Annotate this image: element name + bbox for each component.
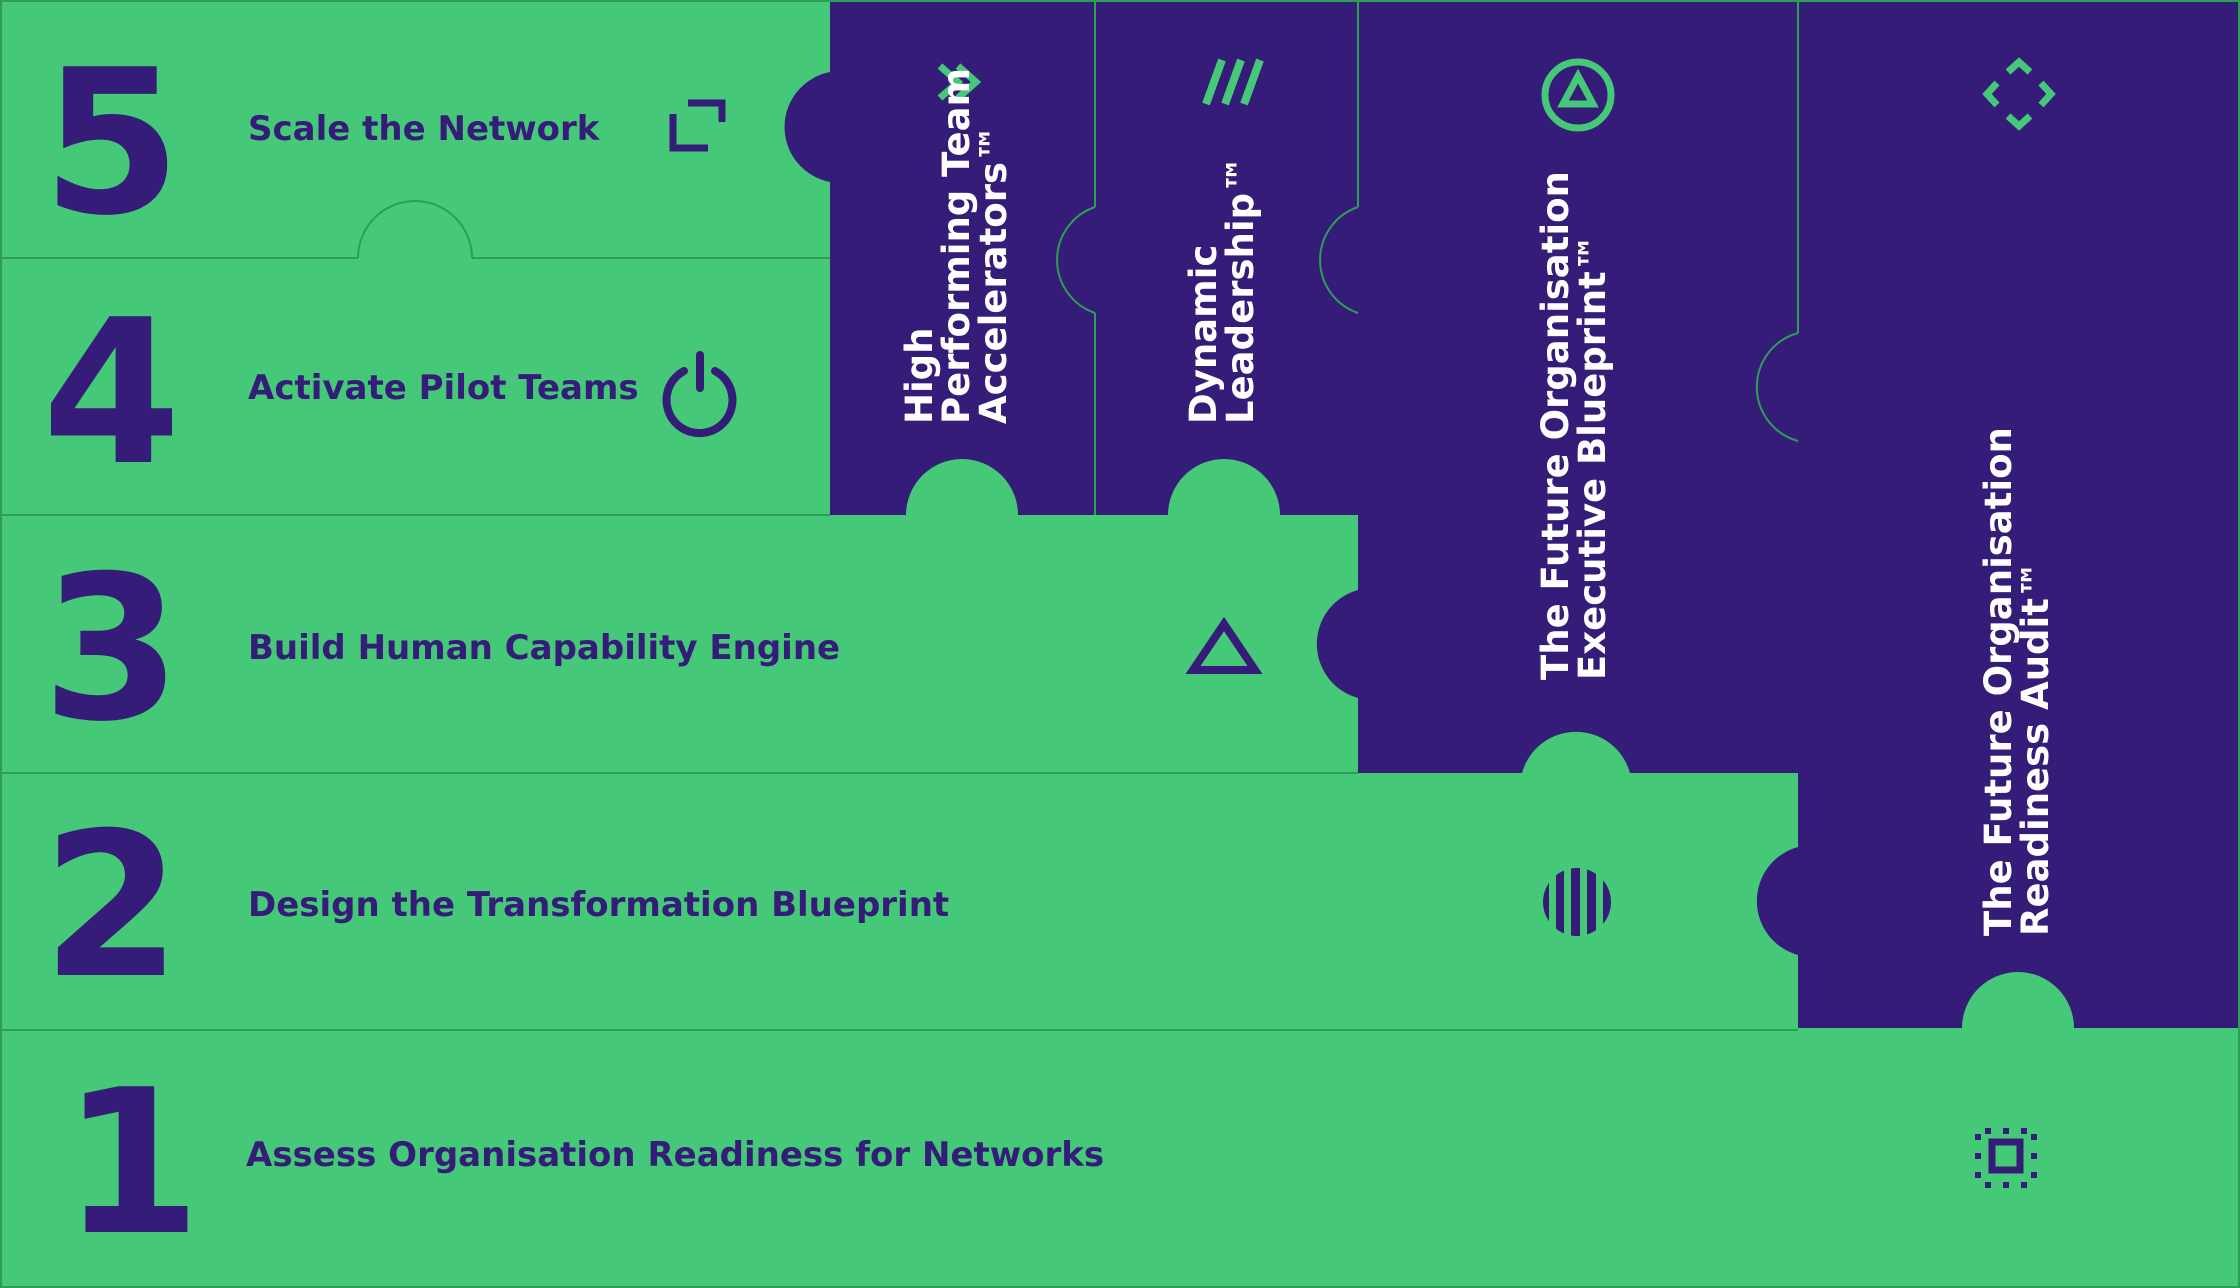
step-label: Activate Pilot Teams	[248, 368, 639, 408]
column-piece-dynamic-leadership	[1057, 0, 1358, 515]
svg-text:Performing Team: Performing Team	[935, 68, 978, 424]
triple-slash-icon	[1202, 58, 1264, 106]
column-label-dynamic-leadership: Dynamic Leadership™	[1182, 156, 1262, 424]
step-number: 5	[42, 27, 181, 260]
svg-text:The Future Organisation: The Future Organisation	[1534, 171, 1577, 680]
svg-text:Leadership™: Leadership™	[1219, 156, 1262, 424]
column-piece-readiness-audit	[1756, 0, 2240, 1028]
step-label: Design the Transformation Blueprint	[248, 885, 949, 925]
power-icon	[662, 351, 737, 438]
svg-text:Readiness Audit™: Readiness Audit™	[2014, 561, 2057, 936]
double-chevron-icon	[937, 63, 982, 101]
dotted-square-icon	[1975, 1128, 2037, 1188]
circled-triangle-icon	[1541, 58, 1615, 132]
step-number: 2	[42, 790, 181, 1023]
column-label-executive-blueprint: The Future Organisation Executive Bluepr…	[1534, 171, 1614, 680]
column-piece-high-performing-team	[784, 0, 1095, 515]
corner-bracket-icon	[669, 99, 726, 152]
step-number: 3	[42, 533, 181, 766]
svg-text:Executive Blueprint™: Executive Blueprint™	[1571, 234, 1614, 680]
triangle-icon	[1185, 616, 1263, 674]
column-label-readiness-audit: The Future Organisation Readiness Audit™	[1977, 427, 2057, 936]
svg-text:Dynamic: Dynamic	[1182, 245, 1225, 424]
svg-text:The Future Organisation: The Future Organisation	[1977, 427, 2020, 936]
column-piece-executive-blueprint	[1316, 0, 1798, 773]
step-label: Scale the Network	[248, 109, 601, 149]
step-label: Build Human Capability Engine	[248, 628, 840, 668]
striped-circle-icon	[1543, 868, 1611, 936]
column-label-high-performing-team: High Performing Team Accelerators™	[898, 68, 1015, 424]
diamond-arrows-icon	[1982, 57, 2056, 131]
step-number: 1	[62, 1047, 201, 1280]
step-label: Assess Organisation Readiness for Networ…	[246, 1135, 1104, 1175]
svg-text:High: High	[898, 328, 941, 424]
step-number: 4	[42, 277, 181, 510]
puzzle-tab	[357, 200, 473, 259]
svg-text:Accelerators™: Accelerators™	[972, 125, 1015, 424]
